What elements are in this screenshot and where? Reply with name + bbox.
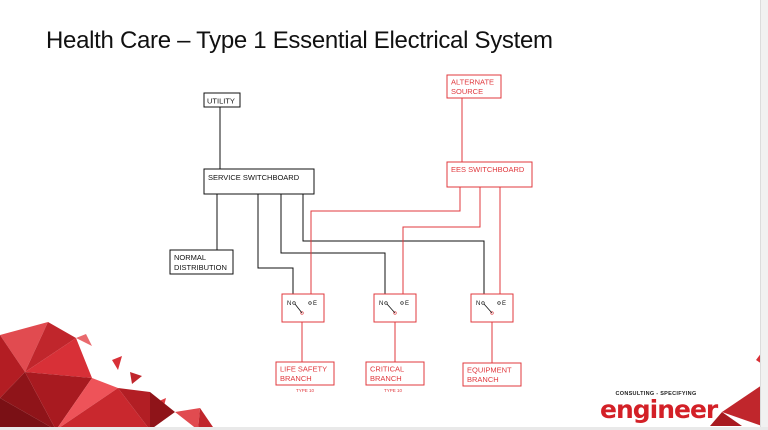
critical-branch-box: CRITICAL BRANCH TYPE 10 [365, 361, 425, 393]
service-switchboard-box: SERVICE SWITCHBOARD [203, 168, 315, 195]
alternate-source-line2: SOURCE [451, 87, 483, 96]
normal-feeders [216, 107, 485, 294]
ats-e-label: E [405, 301, 409, 307]
service-switchboard-label: SERVICE SWITCHBOARD [208, 173, 300, 182]
life-safety-line2: BRANCH [280, 374, 312, 383]
decorative-triangles [0, 322, 215, 430]
normal-distribution-line1: NORMAL [174, 253, 206, 262]
normal-distribution-box: NORMAL DISTRIBUTION [169, 249, 234, 275]
slide-title: Health Care – Type 1 Essential Electrica… [46, 27, 553, 54]
ats-e-label: E [313, 301, 317, 307]
transfer-switch-equipment: N E [470, 293, 514, 323]
critical-type-note: TYPE 10 [384, 388, 403, 393]
alternate-source-line1: ALTERNATE [451, 78, 494, 87]
logo-wordmark: engineer [600, 395, 718, 424]
equipment-line1: EQUIPMENT [467, 366, 512, 375]
life-safety-branch-box: LIFE SAFETY BRANCH TYPE 10 [275, 361, 335, 393]
ees-switchboard-label: EES SWITCHBOARD [451, 165, 525, 174]
transfer-switch-critical: N E [373, 293, 417, 323]
logo-tagline: CONSULTING - SPECIFYING [615, 391, 697, 397]
ats-n-label: N [476, 301, 480, 307]
equipment-line2: BRANCH [467, 375, 499, 384]
emergency-feeders [301, 98, 501, 363]
slide-bottom-edge [0, 427, 768, 430]
transfer-switch-life-safety: N E [281, 293, 325, 323]
equipment-branch-box: EQUIPMENT BRANCH [462, 362, 522, 387]
ats-e-label: E [502, 301, 506, 307]
normal-distribution-line2: DISTRIBUTION [174, 263, 227, 272]
consulting-specifying-engineer-logo: CONSULTING - SPECIFYING engineer [600, 391, 718, 425]
life-safety-type-note: TYPE 10 [296, 388, 315, 393]
critical-line1: CRITICAL [370, 365, 404, 374]
utility-label: UTILITY [207, 97, 235, 106]
ees-switchboard-box: EES SWITCHBOARD [446, 161, 533, 188]
ats-n-label: N [287, 301, 291, 307]
decorative-triangles-right [710, 352, 762, 426]
life-safety-line1: LIFE SAFETY [280, 365, 327, 374]
slide-right-edge [760, 0, 768, 430]
critical-line2: BRANCH [370, 374, 402, 383]
ats-n-label: N [379, 301, 383, 307]
alternate-source-box: ALTERNATE SOURCE [446, 74, 502, 99]
utility-box: UTILITY [203, 92, 241, 108]
